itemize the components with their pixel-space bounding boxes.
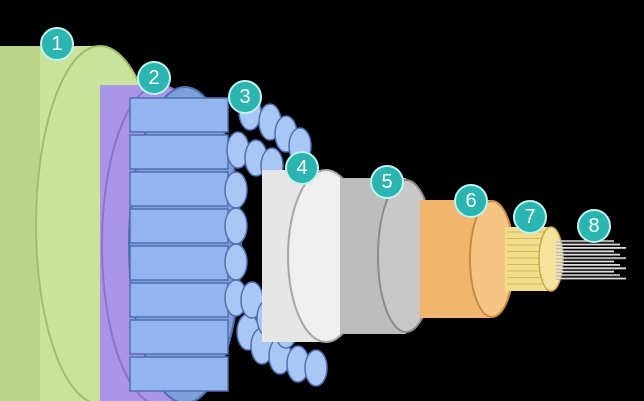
callout-3: 3: [228, 80, 262, 114]
tube-body: [129, 208, 229, 244]
tube-body: [129, 245, 229, 281]
callout-7-label: 7: [524, 206, 535, 228]
tube-body: [129, 134, 229, 170]
callout-8: 8: [577, 209, 611, 243]
callout-1: 1: [40, 27, 74, 61]
callout-6-label: 6: [465, 190, 476, 212]
callout-5: 5: [370, 165, 404, 199]
layer-loose-tubes: [128, 86, 328, 401]
callout-5-label: 5: [381, 171, 392, 193]
layer-fibers: [556, 240, 626, 280]
tube-end: [224, 207, 248, 245]
tube-body: [129, 97, 229, 133]
callout-4-label: 4: [296, 157, 307, 179]
callout-8-label: 8: [588, 215, 599, 237]
layer-buffer: [420, 200, 515, 318]
callout-2: 2: [137, 61, 171, 95]
tube-end: [224, 243, 248, 281]
layer-core-wrap: [340, 178, 435, 334]
tube-end: [304, 349, 328, 387]
tube-body: [129, 282, 229, 318]
callout-3-label: 3: [239, 86, 250, 108]
tube-body: [129, 319, 229, 355]
callout-4: 4: [285, 151, 319, 185]
tube-end: [224, 171, 248, 209]
callout-1-label: 1: [51, 33, 62, 55]
tube-rows: [129, 97, 229, 392]
tube-body: [129, 356, 229, 392]
callout-6: 6: [454, 184, 488, 218]
tube-body: [129, 171, 229, 207]
layer-strength-member: [505, 226, 564, 292]
callout-2-label: 2: [148, 67, 159, 89]
callout-7: 7: [513, 200, 547, 234]
